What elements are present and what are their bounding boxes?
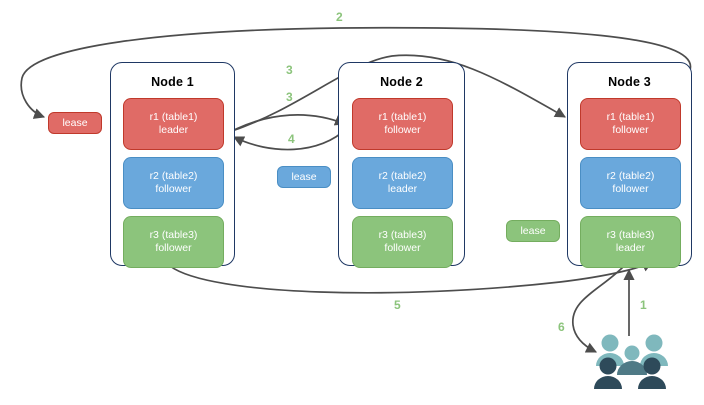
node-2-replica-r1[interactable]: r1 (table1) follower [352, 98, 453, 150]
node-3-replica-r2[interactable]: r2 (table2) follower [580, 157, 681, 209]
node-1-title: Node 1 [151, 75, 194, 89]
users-icon [594, 334, 668, 389]
node-3-replica-r2-line1: r2 (table2) [606, 170, 655, 182]
node-2-replica-r3-line1: r3 (table3) [378, 229, 427, 241]
node-1-replica-r2-line1: r2 (table2) [149, 170, 198, 182]
edge-label-3-lower: 3 [286, 90, 293, 104]
edge-label-1: 1 [640, 298, 647, 312]
node-3-replica-r1-line1: r1 (table1) [606, 111, 655, 123]
node-2-replica-r2-line2: leader [387, 183, 418, 195]
node-3-container[interactable]: Node 3 r1 (table1) follower r2 (table2) … [567, 62, 692, 268]
node-3-replica-r2-line2: follower [612, 183, 649, 195]
node-1-replica-r3-line1: r3 (table3) [149, 229, 198, 241]
node-1-replica-r1[interactable]: r1 (table1) leader [123, 98, 224, 150]
node-2-title: Node 2 [380, 75, 423, 89]
node-1-replica-r2-line2: follower [155, 183, 192, 195]
edge-label-3-upper: 3 [286, 63, 293, 77]
node-1-replica-r1-line2: leader [158, 124, 189, 136]
node-2-container[interactable]: Node 2 r1 (table1) follower r2 (table2) … [338, 62, 465, 268]
edge-label-6: 6 [558, 320, 565, 334]
node-1-replica-r3-line2: follower [155, 242, 192, 254]
node-2-replica-r3[interactable]: r3 (table3) follower [352, 216, 453, 268]
node-3-replica-r3-line2: leader [615, 242, 646, 254]
node-1-replica-r1-line1: r1 (table1) [149, 111, 198, 123]
edge-label-5: 5 [394, 298, 401, 312]
edge-label-2: 2 [336, 10, 343, 24]
node-2-replica-r1-line1: r1 (table1) [378, 111, 427, 123]
lease-badge-red[interactable]: lease [48, 112, 102, 134]
lease-badge-green[interactable]: lease [506, 220, 560, 242]
node-3-replica-r3[interactable]: r3 (table3) leader [580, 216, 681, 268]
node-1-replica-r3[interactable]: r3 (table3) follower [123, 216, 224, 268]
lease-badge-blue[interactable]: lease [277, 166, 331, 188]
node-3-replica-r1-line2: follower [612, 124, 649, 136]
edge-3-lower-path [231, 114, 347, 132]
node-2-replica-r3-line2: follower [384, 242, 421, 254]
node-1-container[interactable]: Node 1 r1 (table1) leader r2 (table2) fo… [110, 62, 235, 268]
edge-label-4: 4 [288, 132, 295, 146]
node-1-replica-r2[interactable]: r2 (table2) follower [123, 157, 224, 209]
node-2-replica-r2[interactable]: r2 (table2) leader [352, 157, 453, 209]
node-3-replica-r1[interactable]: r1 (table1) follower [580, 98, 681, 150]
node-3-replica-r3-line1: r3 (table3) [606, 229, 655, 241]
node-3-title: Node 3 [608, 75, 651, 89]
node-2-replica-r2-line1: r2 (table2) [378, 170, 427, 182]
node-2-replica-r1-line2: follower [384, 124, 421, 136]
